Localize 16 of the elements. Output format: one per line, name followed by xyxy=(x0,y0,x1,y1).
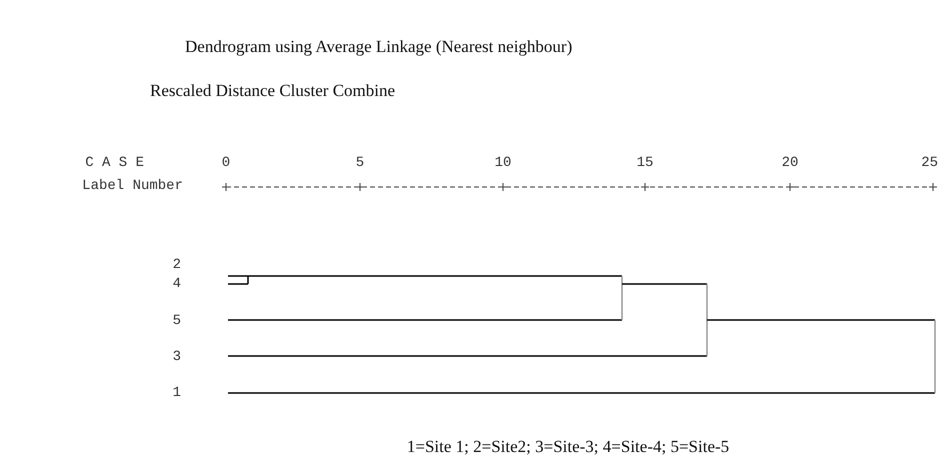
axis-title: Label Number xyxy=(82,178,183,194)
case-number: 5 xyxy=(172,313,181,329)
tick-label: 0 xyxy=(222,155,230,171)
legend-note: 1=Site 1; 2=Site2; 3=Site-3; 4=Site-4; 5=Site-5 xyxy=(406,437,730,457)
tick-label: 20 xyxy=(782,155,798,171)
case-number: 3 xyxy=(172,349,181,365)
case-number: 2 xyxy=(172,257,181,273)
tick-label: 15 xyxy=(636,155,654,171)
tick-label: 5 xyxy=(356,155,364,171)
tick-label: 10 xyxy=(494,155,512,171)
case-number: 4 xyxy=(172,276,181,292)
axis-title: C A S E xyxy=(85,155,144,171)
tick-label: 25 xyxy=(921,155,938,171)
chart-title: Dendrogram using Average Linkage (Nearest neighbour) xyxy=(185,37,572,57)
subtitle: Rescaled Distance Cluster Combine xyxy=(150,81,396,101)
case-number: 1 xyxy=(172,385,181,401)
